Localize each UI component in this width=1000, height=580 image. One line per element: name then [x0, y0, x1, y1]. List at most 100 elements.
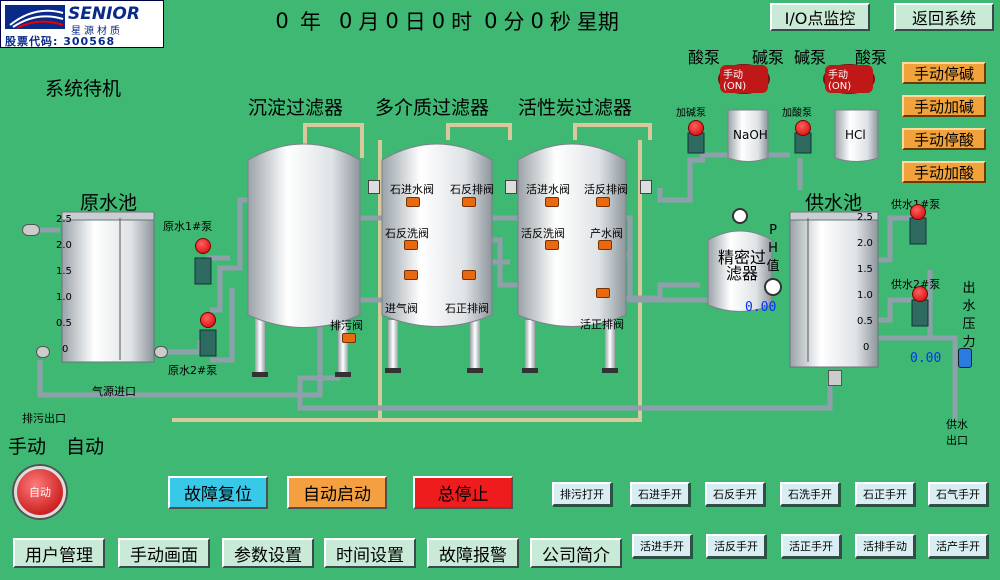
supply-scale-tick: 1.5 — [857, 264, 873, 275]
alkali-manual-gauge-icon[interactable]: 手动(ON) — [718, 64, 770, 94]
valve-shi-jin-label: 石进水阀 — [390, 183, 434, 196]
valve-huo-zheng-label: 活正排阀 — [580, 318, 624, 331]
dt-year-unit: 年 — [300, 10, 321, 34]
dt-day: 0 — [385, 9, 399, 33]
acid-manual-gauge-icon[interactable]: 手动(ON) — [823, 64, 875, 94]
valve-jinqi-icon[interactable] — [404, 270, 418, 280]
sediment-top-valve-icon — [368, 180, 380, 194]
valve-chanshui-icon[interactable] — [598, 240, 612, 250]
acid-pump-label-left: 酸泵 — [688, 48, 721, 67]
nav-fault-alarm[interactable]: 故障报警 — [427, 538, 519, 568]
manual-add-acid-button[interactable]: 手动加酸 — [902, 161, 986, 183]
manual-stop-alkali-button[interactable]: 手动停碱 — [902, 62, 986, 84]
raw-scale-tick: 1.5 — [56, 266, 72, 277]
manual-huo-zheng-button[interactable]: 活正手开 — [781, 534, 841, 558]
dt-hour-unit: 时 — [451, 10, 473, 34]
supply-pump1-indicator[interactable] — [910, 204, 926, 220]
auto-start-button[interactable]: 自动启动 — [287, 476, 387, 509]
manual-shi-fan-button[interactable]: 石反手开 — [705, 482, 765, 506]
ph-label: P H 值 — [766, 222, 780, 276]
supply-outlet-label-1: 供水 — [946, 418, 968, 431]
mode-selector-knob[interactable]: 自动 — [14, 466, 66, 518]
ph-char: H — [768, 241, 778, 256]
supply-drain-valve-icon — [828, 370, 842, 386]
pressure-char: 压 — [962, 317, 976, 332]
valve-huo-fan-label: 活反排阀 — [584, 183, 628, 196]
manual-huo-pai-button[interactable]: 活排手动 — [855, 534, 915, 558]
manual-shi-qi-button[interactable]: 石气手开 — [928, 482, 988, 506]
dt-hour: 0 — [431, 9, 446, 33]
ph-gauge-icon — [764, 278, 782, 296]
nav-parameter-settings[interactable]: 参数设置 — [222, 538, 314, 568]
raw-pool-scale: 2.5 2.0 1.5 1.0 0.5 0 — [38, 214, 72, 364]
emergency-stop-button[interactable]: 总停止 — [413, 476, 513, 509]
logo-brand: SENIOR — [68, 4, 140, 24]
valve-huo-zheng-icon[interactable] — [596, 288, 610, 298]
manual-drain-open-button[interactable]: 排污打开 — [552, 482, 612, 506]
valve-jinqi-label: 进气阀 — [385, 302, 418, 315]
raw-drain-valve-icon — [36, 346, 50, 358]
add-acid-pump-indicator[interactable] — [795, 120, 811, 136]
pressure-char: 力 — [962, 335, 976, 350]
valve-paiwu-icon[interactable] — [342, 333, 356, 343]
manual-add-alkali-button[interactable]: 手动加碱 — [902, 95, 986, 117]
valve-shi-fan-icon[interactable] — [462, 197, 476, 207]
valve-shi-jin-icon[interactable] — [406, 197, 420, 207]
multimedia-filter-title: 多介质过滤器 — [375, 97, 490, 119]
nav-manual-screen[interactable]: 手动画面 — [118, 538, 210, 568]
alkali-pump-label-2: 碱泵 — [794, 48, 827, 67]
fault-reset-button[interactable]: 故障复位 — [168, 476, 268, 509]
supply-outlet-label-2: 出口 — [946, 434, 968, 447]
naoh-tank-shape — [727, 109, 769, 162]
logo-stock: 股票代码: 300568 — [5, 35, 116, 48]
manual-huo-jin-button[interactable]: 活进手开 — [632, 534, 692, 558]
supply-pump2-indicator[interactable] — [912, 286, 928, 302]
logo-mark-icon — [5, 5, 65, 29]
supply-pool-title: 供水池 — [805, 192, 863, 214]
raw-pump2-indicator[interactable] — [200, 312, 216, 328]
nav-user-management[interactable]: 用户管理 — [13, 538, 105, 568]
pressure-sensor-icon — [958, 348, 972, 368]
mode-manual-label: 手动 — [8, 436, 47, 458]
ph-value: 0.00 — [745, 300, 777, 315]
valve-shi-zheng-label: 石正排阀 — [445, 302, 489, 315]
add-alkali-pump-indicator[interactable] — [688, 120, 704, 136]
valve-huo-jin-icon[interactable] — [545, 197, 559, 207]
valve-huo-fanxi-label: 活反洗阀 — [521, 227, 565, 240]
nav-company-profile[interactable]: 公司简介 — [530, 538, 622, 568]
manual-shi-xi-button[interactable]: 石洗手开 — [780, 482, 840, 506]
manual-huo-fan-button[interactable]: 活反手开 — [706, 534, 766, 558]
dt-month-unit: 月 — [358, 10, 380, 34]
return-system-button[interactable]: 返回系统 — [894, 3, 994, 31]
manual-stop-acid-button[interactable]: 手动停酸 — [902, 128, 986, 150]
manual-shi-zheng-button[interactable]: 石正手开 — [855, 482, 915, 506]
valve-shi-fan-label: 石反排阀 — [450, 183, 494, 196]
dt-minute-unit: 分 — [503, 10, 525, 34]
manual-shi-jin-button[interactable]: 石进手开 — [630, 482, 690, 506]
raw-outlet-valve-icon — [154, 346, 168, 358]
ph-char: P — [769, 223, 777, 238]
supply-scale-tick: 0.5 — [857, 316, 873, 327]
raw-scale-tick: 0.5 — [56, 318, 72, 329]
add-acid-pump-label: 加酸泵 — [782, 108, 812, 119]
valve-shi-zheng-icon[interactable] — [462, 270, 476, 280]
drain-outlet-label: 排污出口 — [22, 412, 66, 425]
valve-paiwu-label: 排污阀 — [330, 319, 363, 332]
nav-time-settings[interactable]: 时间设置 — [324, 538, 416, 568]
valve-huo-fan-icon[interactable] — [596, 197, 610, 207]
raw-scale-tick: 2.0 — [56, 240, 72, 251]
raw-inlet-valve-icon — [22, 224, 40, 236]
carbon-filter-shape — [517, 143, 627, 373]
supply-scale-tick: 0 — [863, 342, 870, 353]
naoh-label: NaOH — [733, 128, 768, 142]
raw-pool-title: 原水池 — [80, 192, 138, 214]
raw-scale-tick: 0 — [62, 344, 69, 355]
manual-huo-chan-button[interactable]: 活产手开 — [928, 534, 988, 558]
valve-shi-fanxi-icon[interactable] — [404, 240, 418, 250]
io-monitor-button[interactable]: I/O点监控 — [770, 3, 870, 31]
valve-huo-fanxi-icon[interactable] — [545, 240, 559, 250]
raw-pump1-indicator[interactable] — [195, 238, 211, 254]
logo-brand-cn: 星源材质 — [71, 26, 123, 37]
mode-auto-label: 自动 — [66, 436, 105, 458]
